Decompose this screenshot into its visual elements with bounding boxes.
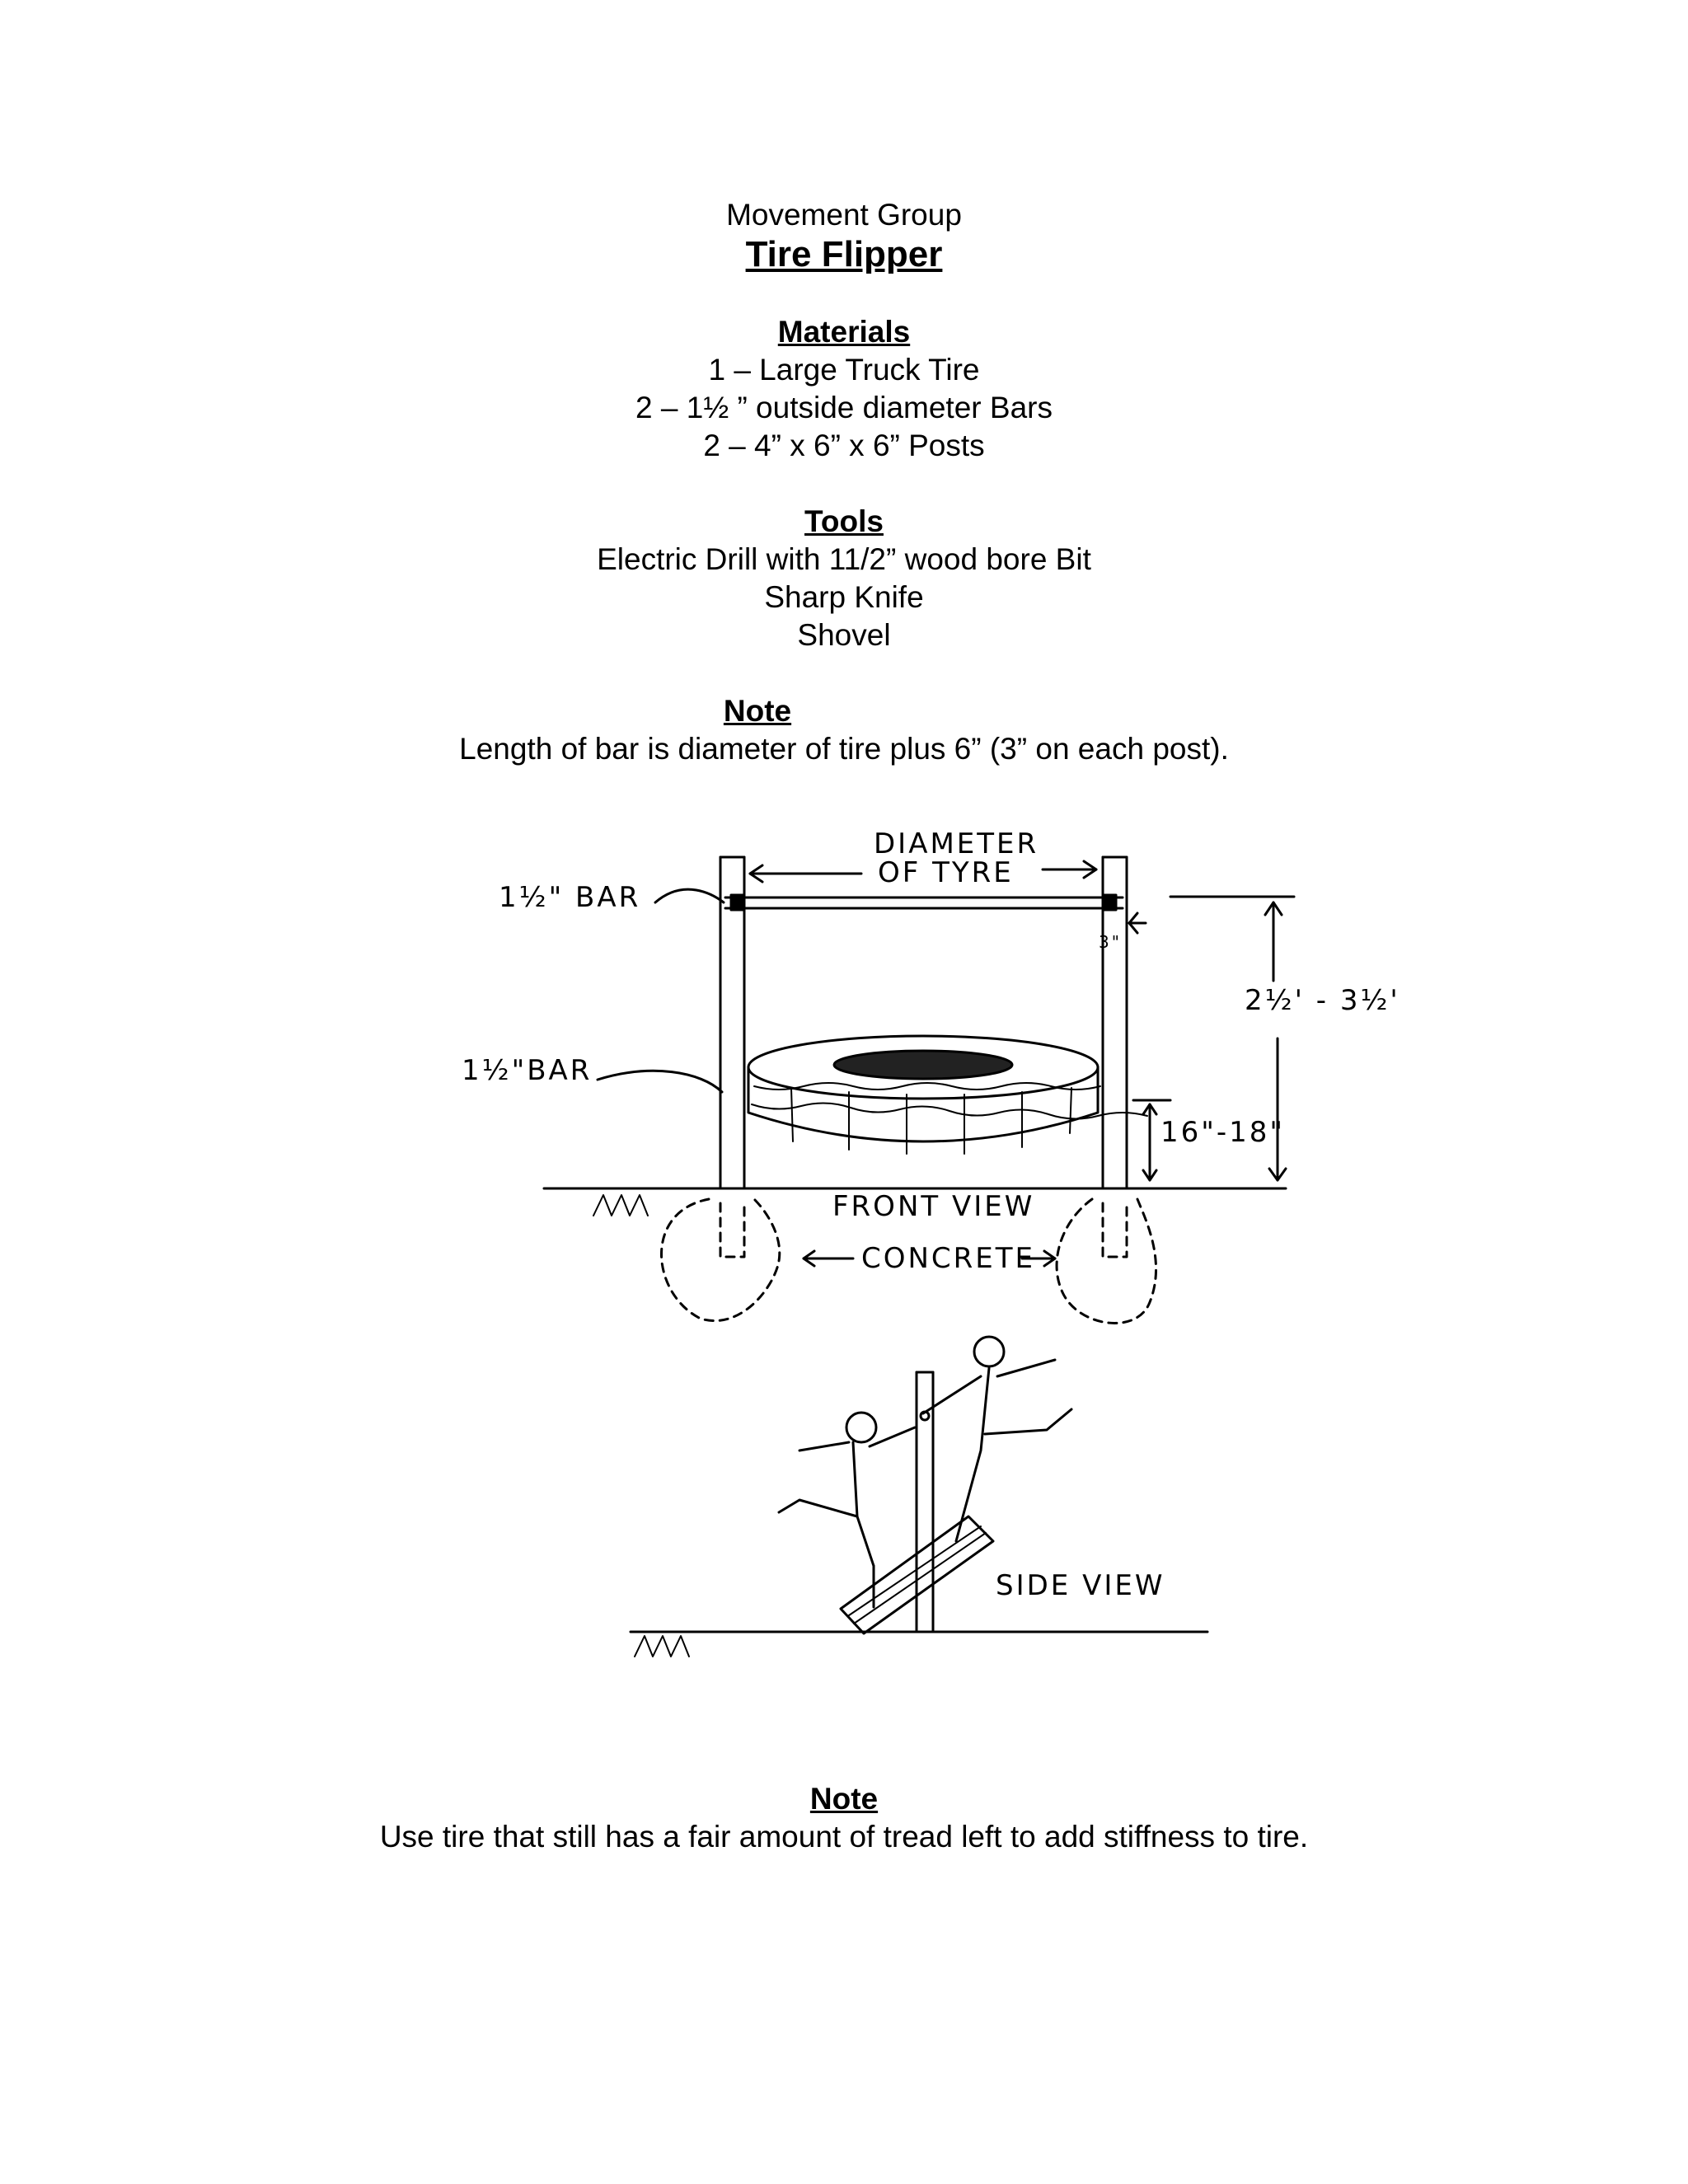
side-view-tire [839, 1515, 995, 1635]
top-bar [724, 893, 1124, 912]
tool-item: Shovel [797, 618, 891, 652]
concrete-right [1055, 1197, 1157, 1324]
side-view-post [915, 1371, 935, 1632]
tool-item: Electric Drill with 11/2” wood bore Bit [597, 542, 1091, 576]
tool-item: Sharp Knife [764, 580, 924, 614]
front-view-label: FRONT VIEW [832, 1190, 1034, 1223]
low-bar-leader [596, 1069, 724, 1094]
right-post [1101, 855, 1128, 1188]
group-name: Movement Group [726, 198, 962, 232]
top-bar-leader [654, 888, 725, 904]
concrete-left [660, 1197, 781, 1322]
left-post [719, 855, 746, 1188]
diameter-label-2: OF TYRE [878, 856, 1014, 889]
tire-height-label: 16"-18" [1160, 1116, 1285, 1149]
concrete-label: CONCRETE [861, 1242, 1035, 1275]
materials-heading: Materials [777, 315, 911, 349]
diameter-label-1: DIAMETER [874, 827, 1039, 860]
ground-line-front [542, 1187, 1287, 1216]
note2-text: Use tire that still has a fair amount of… [379, 1820, 1309, 1854]
offset-label: 3" [1099, 932, 1122, 952]
diameter-arrow [748, 860, 1098, 883]
material-item: 2 – 1½ ” outside diameter Bars [635, 391, 1053, 424]
page-title: Tire Flipper [745, 234, 943, 274]
person-left [777, 1411, 917, 1609]
low-bar-label: 1½"BAR [462, 1054, 592, 1087]
note-heading: Note [723, 694, 792, 728]
height-dimension [1128, 895, 1296, 1182]
height-label: 2½' - 3½' [1245, 984, 1400, 1017]
material-item: 1 – Large Truck Tire [708, 353, 980, 387]
side-view-label: SIDE VIEW [996, 1569, 1165, 1602]
tire-height-dimension [1132, 1099, 1172, 1182]
ground-line-side [629, 1630, 1209, 1657]
top-bar-label: 1½" BAR [499, 881, 640, 914]
note2-heading: Note [809, 1782, 879, 1816]
concrete-arrows [802, 1249, 1057, 1268]
tools-heading: Tools [804, 504, 884, 538]
note-text: Length of bar is diameter of tire plus 6… [459, 732, 1229, 766]
person-right [921, 1335, 1073, 1543]
tire-front [747, 1034, 1148, 1155]
material-item: 2 – 4” x 6” x 6” Posts [703, 429, 985, 462]
